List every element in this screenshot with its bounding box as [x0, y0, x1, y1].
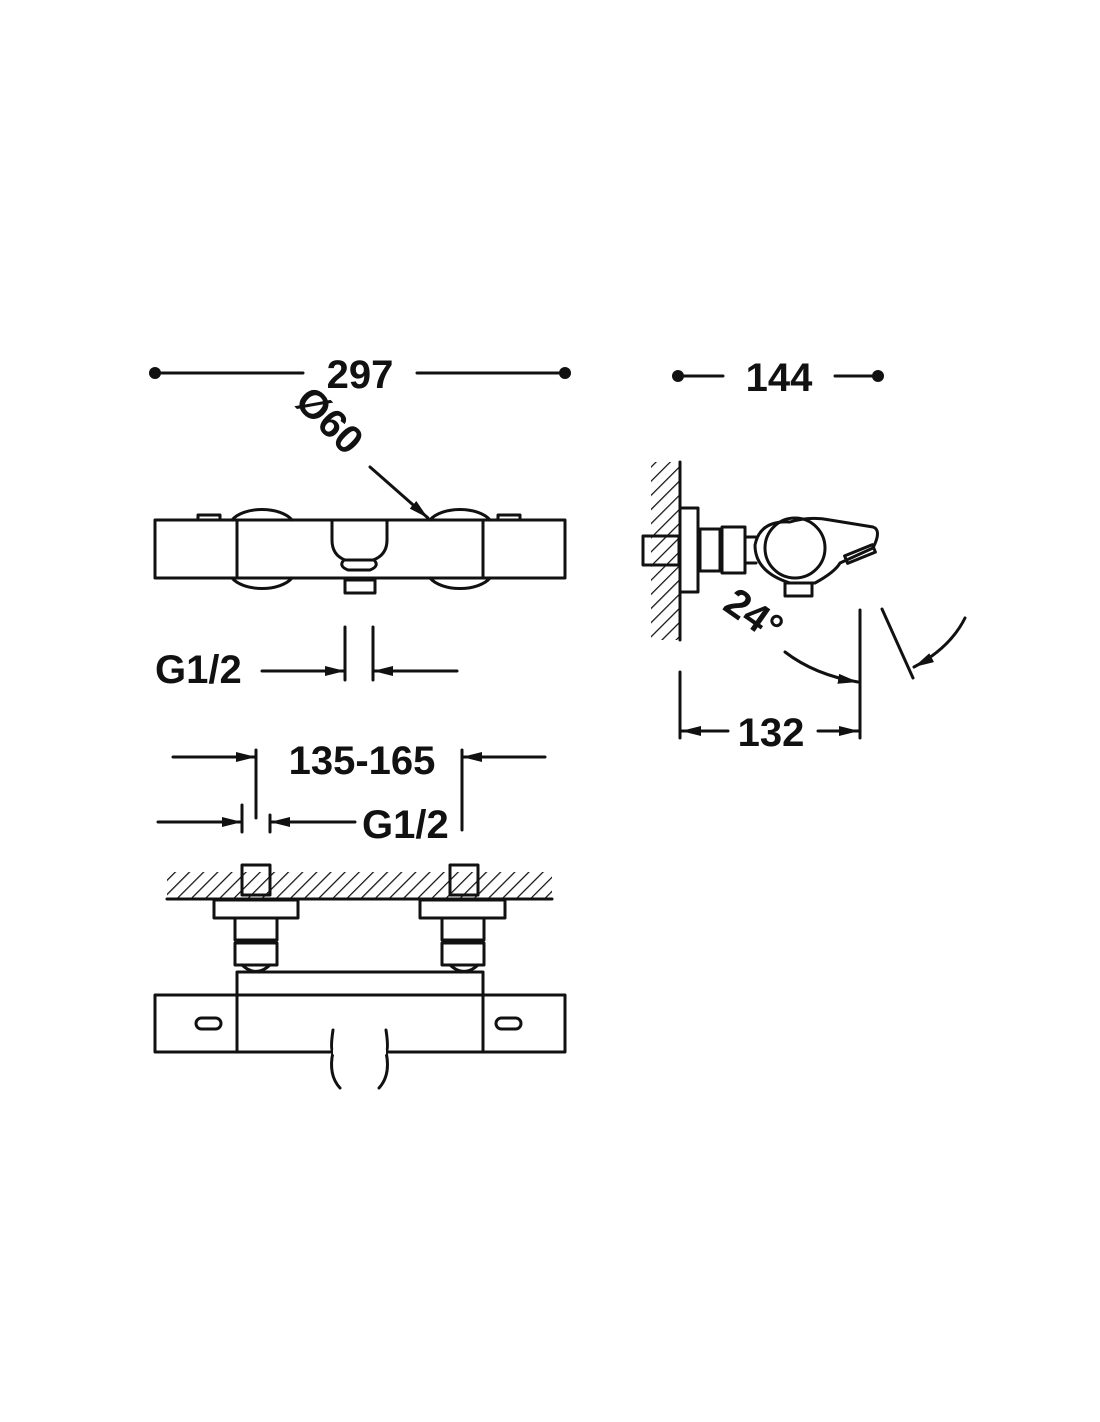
overall-width-label: 297 — [327, 353, 394, 397]
centre-distance-label: 135-165 — [289, 739, 436, 783]
projection-label: 132 — [738, 711, 805, 755]
dimension-projection: 132 — [678, 670, 861, 755]
side-view-body — [641, 460, 879, 642]
dimension-knob-diameter: Ø60 — [287, 379, 430, 520]
dimension-inlet-thread: G1/2 — [156, 803, 449, 847]
dimension-overall-width: 297 — [149, 353, 571, 397]
wall-hatch — [167, 872, 552, 899]
dimension-depth: 144 — [672, 356, 884, 400]
side-wall-hatch — [651, 462, 680, 640]
depth-label: 144 — [746, 356, 813, 400]
dimension-centre-distance: 135-165 — [171, 739, 547, 832]
dimension-outlet-thread: G1/2 — [155, 625, 459, 692]
front-view-body — [153, 507, 567, 595]
wall-mount-view — [153, 863, 567, 1090]
outlet-thread-label: G1/2 — [155, 648, 242, 692]
inlet-thread-label: G1/2 — [362, 803, 449, 847]
spout-angle-label: 24° — [716, 580, 791, 651]
